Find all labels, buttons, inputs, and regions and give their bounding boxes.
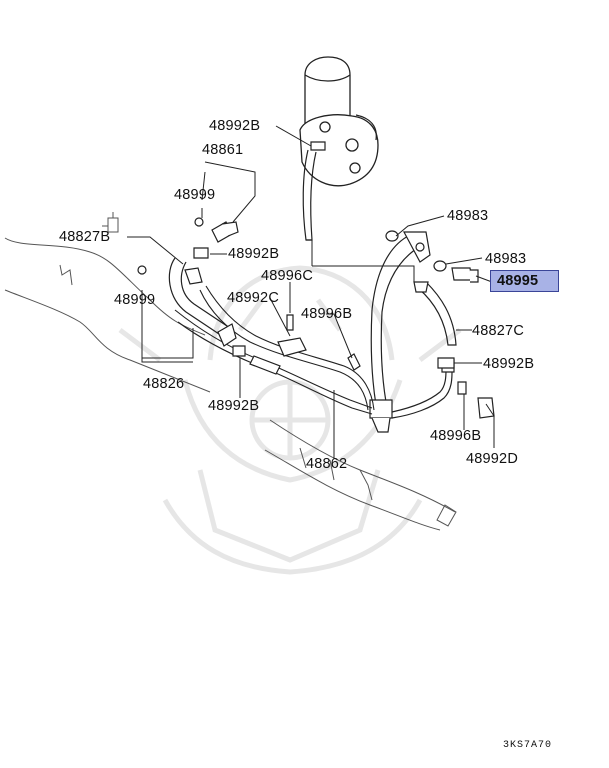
callout-48983-lower: 48983: [485, 251, 527, 267]
power-steering-pump: [299, 56, 379, 187]
feed-hose-left: [168, 257, 237, 347]
callout-48826: 48826: [143, 376, 185, 392]
hard-line-return: [391, 359, 455, 419]
callout-48862: 48862: [306, 456, 348, 472]
callout-48992c: 48992C: [227, 290, 279, 306]
callout-48992b-right: 48992B: [483, 356, 535, 372]
callout-48999-top: 48999: [174, 187, 216, 203]
return-hose-right: [413, 281, 457, 346]
callout-48992d: 48992D: [466, 451, 518, 467]
pump-return-hose: [302, 149, 317, 241]
callout-48992b-low: 48992B: [208, 398, 260, 414]
callout-48861: 48861: [202, 142, 244, 158]
callout-48827c: 48827C: [472, 323, 524, 339]
callout-48827b: 48827B: [59, 229, 111, 245]
steering-rack-outline: [4, 212, 457, 531]
leader-lines: [127, 125, 495, 458]
diagram-code: 3KS7A70: [503, 740, 553, 751]
callout-48992b-mid: 48992B: [228, 246, 280, 262]
callout-48992b-top: 48992B: [209, 118, 261, 134]
pressure-hose: [369, 231, 431, 433]
callout-48983-upper: 48983: [447, 208, 489, 224]
callout-48996b-mid: 48996B: [301, 306, 353, 322]
callout-48996b-right: 48996B: [430, 428, 482, 444]
small-parts: [137, 141, 495, 419]
callout-48995-highlighted[interactable]: 48995: [490, 270, 560, 292]
watermark-emblem: [118, 265, 462, 575]
callout-48999-left: 48999: [114, 292, 156, 308]
callout-48996c: 48996C: [261, 268, 313, 284]
